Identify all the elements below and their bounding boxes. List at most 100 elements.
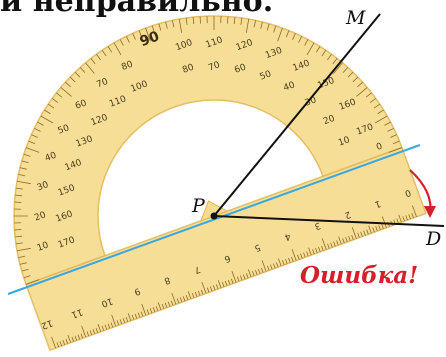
ruler-number: 3 bbox=[313, 220, 322, 231]
ruler-tick bbox=[267, 265, 270, 271]
outer-tick bbox=[90, 58, 96, 65]
outer-tick bbox=[178, 18, 183, 33]
outer-tick bbox=[19, 167, 27, 170]
outer-tick bbox=[25, 147, 40, 153]
ruler-tick bbox=[236, 276, 240, 282]
ruler-tick bbox=[212, 285, 216, 291]
ruler-tick bbox=[86, 331, 90, 337]
outer-tick bbox=[347, 71, 354, 78]
ruler-number: 5 bbox=[253, 241, 262, 252]
outer-tick bbox=[185, 17, 188, 25]
ruler-tick bbox=[171, 292, 177, 305]
ruler-tick bbox=[246, 273, 249, 279]
ruler-tick bbox=[101, 325, 105, 331]
ruler-tick bbox=[51, 336, 57, 349]
ruler-number: 8 bbox=[162, 274, 171, 285]
outer-ticks bbox=[14, 16, 403, 285]
ruler-tick bbox=[217, 280, 222, 289]
ruler-tick bbox=[261, 267, 264, 273]
ruler-tick bbox=[157, 302, 162, 310]
inner-scale-number: 80 bbox=[181, 62, 195, 75]
ruler-tick bbox=[107, 323, 111, 329]
outer-tick bbox=[19, 262, 27, 265]
ruler-tick bbox=[321, 245, 324, 251]
outer-tick bbox=[14, 208, 22, 210]
ruler-tick bbox=[92, 329, 96, 335]
ruler-tick bbox=[255, 269, 258, 275]
ruler-tick bbox=[411, 213, 414, 219]
ruler-tick bbox=[306, 251, 309, 257]
error-label: Ошибка! bbox=[300, 262, 418, 289]
outer-tick bbox=[233, 17, 236, 25]
ruler-tick bbox=[282, 260, 285, 266]
outer-tick bbox=[74, 71, 81, 78]
ruler-tick bbox=[167, 301, 171, 307]
ruler-tick bbox=[402, 216, 405, 222]
inner-scale-number: 40 bbox=[282, 80, 296, 93]
inner-scale-number: 10 bbox=[337, 135, 351, 148]
outer-tick bbox=[125, 36, 130, 43]
ruler-tick bbox=[141, 303, 147, 316]
ruler-tick bbox=[65, 338, 69, 344]
outer-tick bbox=[374, 115, 388, 124]
ruler-tick bbox=[149, 308, 153, 314]
outer-tick bbox=[16, 247, 31, 252]
outer-tick bbox=[273, 25, 277, 33]
label-M: M bbox=[345, 7, 366, 29]
ruler-tick bbox=[357, 232, 360, 238]
ruler-tick bbox=[360, 231, 363, 237]
outer-tick bbox=[56, 92, 63, 98]
outer-tick bbox=[15, 235, 23, 238]
outer-tick bbox=[69, 76, 76, 83]
ruler-tick bbox=[137, 312, 141, 318]
outer-tick bbox=[15, 187, 23, 190]
ruler-tick bbox=[276, 262, 279, 268]
protractor-body bbox=[13, 15, 403, 286]
label-P: P bbox=[191, 195, 206, 217]
ruler-tick bbox=[285, 259, 288, 264]
outer-tick bbox=[304, 39, 309, 46]
outer-tick bbox=[25, 279, 40, 285]
ruler-tick bbox=[300, 253, 303, 259]
ruler-tick bbox=[330, 242, 333, 248]
ruler-number: 0 bbox=[403, 187, 412, 198]
ruler-number: 9 bbox=[132, 285, 141, 296]
ruler-tick bbox=[176, 298, 180, 304]
outer-tick bbox=[23, 275, 31, 279]
outer-tick bbox=[298, 36, 303, 43]
ruler-tick bbox=[191, 292, 195, 298]
ruler-tick bbox=[80, 333, 84, 339]
ruler-tick bbox=[221, 282, 225, 287]
protractor-90-label: 90 bbox=[138, 28, 162, 50]
ruler-tick bbox=[247, 269, 252, 278]
ruler-tick bbox=[197, 290, 201, 296]
label-D: D bbox=[425, 228, 441, 250]
outer-tick bbox=[392, 140, 400, 145]
ruler-tick bbox=[81, 325, 87, 338]
ruler-number: 12 bbox=[40, 317, 54, 330]
ruler-tick bbox=[375, 226, 378, 232]
ruler-tick bbox=[209, 286, 213, 292]
ruler-tick bbox=[182, 296, 186, 302]
error-arrowhead bbox=[424, 206, 436, 218]
ruler-tick bbox=[270, 264, 273, 270]
ruler-tick bbox=[278, 258, 282, 267]
ruler-tick bbox=[363, 230, 366, 236]
outer-tick bbox=[119, 39, 124, 46]
outer-scale-number: 10 bbox=[36, 240, 50, 253]
ruler-tick bbox=[381, 223, 384, 229]
ruler-tick bbox=[146, 309, 150, 315]
outer-scale-number: 60 bbox=[74, 98, 88, 111]
ruler-tick bbox=[336, 240, 339, 246]
outer-tick bbox=[165, 21, 168, 29]
outer-tick bbox=[21, 160, 29, 164]
outer-scale-number: 20 bbox=[33, 210, 47, 223]
outer-tick bbox=[315, 46, 321, 53]
outer-tick bbox=[356, 87, 368, 97]
ruler-tick bbox=[297, 254, 300, 260]
outer-tick bbox=[18, 174, 26, 177]
ruler-tick bbox=[261, 260, 267, 272]
outer-tick bbox=[333, 62, 343, 74]
outer-tick bbox=[34, 127, 41, 132]
